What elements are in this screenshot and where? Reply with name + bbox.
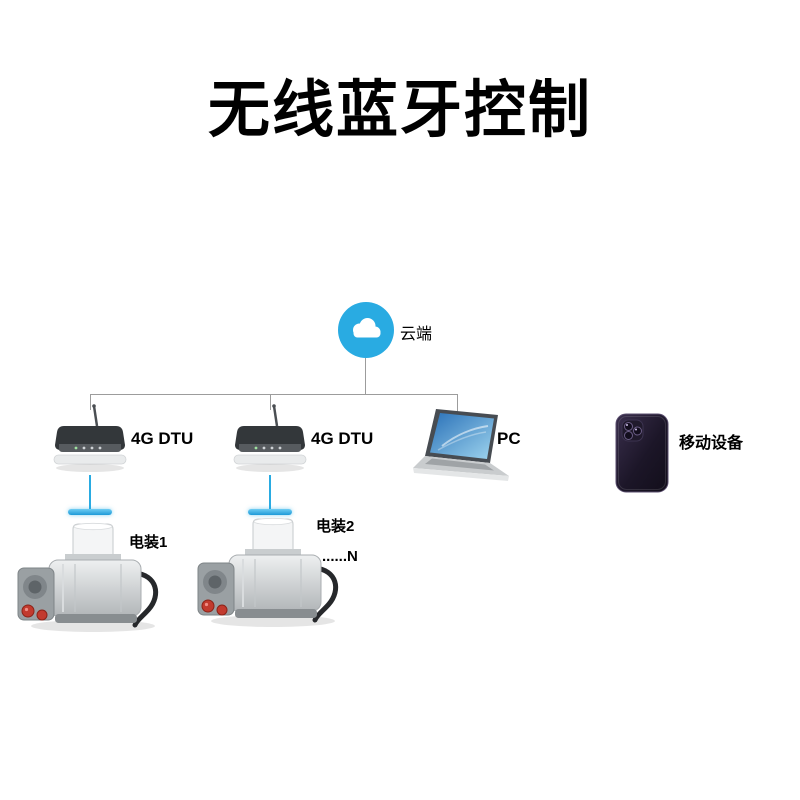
link-glow-bar-1 — [68, 509, 112, 515]
branch-line-dtu2 — [270, 394, 271, 410]
cloud-stem-line — [365, 358, 366, 394]
page-title: 无线蓝牙控制 — [207, 76, 592, 145]
smartphone-icon — [612, 413, 672, 493]
dtu1-router-icon — [50, 403, 130, 475]
dtu1-label: 4G DTU — [131, 429, 194, 448]
pc-label: PC — [497, 429, 521, 448]
actuator-more-label: ......N — [322, 548, 358, 565]
cloud-icon — [338, 302, 394, 358]
branch-line-dtu1 — [90, 394, 91, 410]
actuator1-label: 电装1 — [129, 534, 168, 551]
cloud-label: 云端 — [400, 326, 433, 343]
link-glow-bar-2 — [248, 509, 292, 515]
link-line-actuator2 — [269, 475, 271, 509]
dtu2-router-icon — [230, 403, 310, 475]
branch-line-pc — [457, 394, 458, 414]
actuator2-label: 电装2 — [316, 518, 355, 535]
link-line-actuator1 — [89, 475, 91, 509]
dtu2-label: 4G DTU — [311, 429, 374, 448]
bus-line — [90, 394, 457, 395]
mobile-label: 移动设备 — [679, 435, 744, 452]
